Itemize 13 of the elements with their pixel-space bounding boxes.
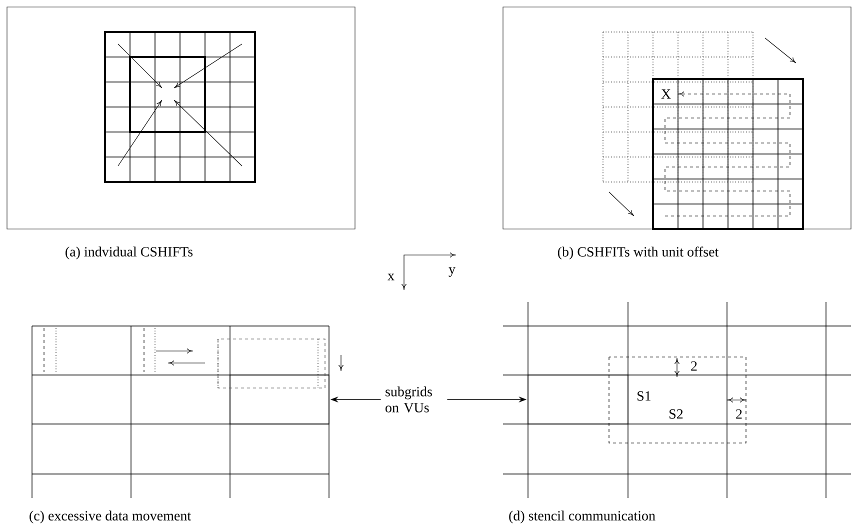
caption: (b) CSHFITs with unit offset	[558, 246, 719, 260]
dimension-label: 2	[736, 409, 742, 419]
caption: (d) stencil communication	[509, 510, 656, 524]
cell-label: X	[661, 89, 671, 99]
subgrid-cell	[230, 374, 330, 424]
annotation-text: subgrids on VUs	[386, 386, 432, 412]
axis-label: x	[388, 274, 394, 280]
dimension-label: 2	[691, 361, 697, 371]
caption: (c) excessive data movement	[30, 510, 191, 524]
axis-label: y	[448, 267, 456, 277]
stencil-label: S2	[670, 409, 683, 419]
subgrid-cell	[528, 374, 628, 424]
caption: (a) indvidual CSHIFTs	[66, 246, 193, 260]
